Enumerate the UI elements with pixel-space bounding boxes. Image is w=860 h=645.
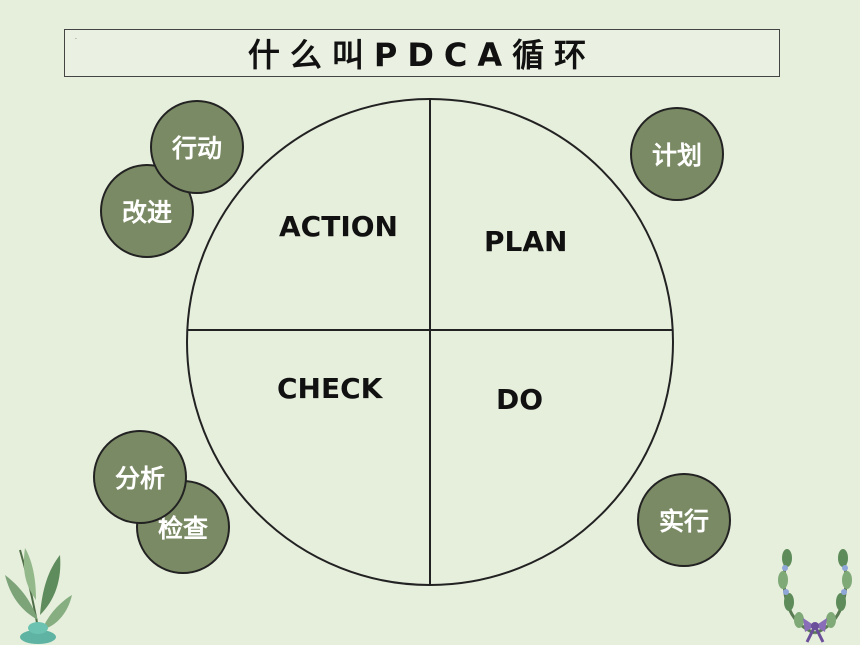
quadrant-plan-label: PLAN: [484, 225, 568, 258]
bubble-xingdong: 行动: [150, 100, 244, 194]
quadrant-do-label: DO: [496, 383, 544, 416]
quadrant-check-label: CHECK: [277, 372, 383, 405]
quadrant-action-label: ACTION: [279, 210, 398, 243]
wreath-decoration: [778, 549, 852, 643]
bubble-jihua: 计划: [630, 107, 724, 201]
plant-decoration: [5, 548, 72, 644]
page-title: 什么叫PDCA循环: [247, 36, 597, 74]
bubble-shixing: 实行: [637, 473, 731, 567]
title-dot: ·: [75, 36, 77, 43]
bubble-fenxi: 分析: [93, 430, 187, 524]
title-box: · 什么叫PDCA循环: [64, 29, 780, 77]
